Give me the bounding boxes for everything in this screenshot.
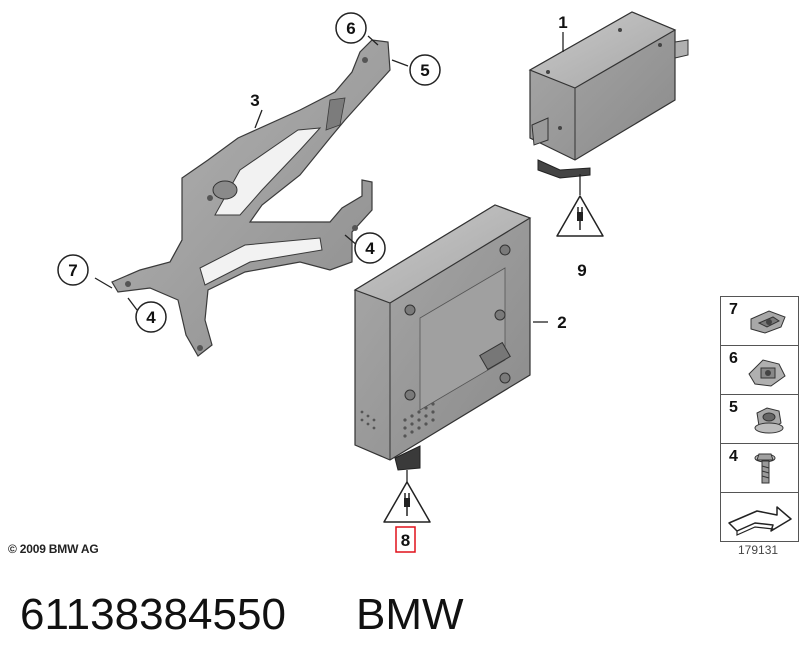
legend-item-arrow	[720, 492, 799, 542]
svg-text:6: 6	[346, 19, 355, 38]
callout-4-upper: 4	[354, 232, 386, 264]
label-2: 2	[557, 313, 566, 332]
label-1: 1	[558, 13, 567, 32]
hex-nut-icon	[754, 407, 784, 434]
fastener-legend: 7 6 5 4	[720, 296, 799, 542]
label-9: 9	[577, 261, 586, 280]
label-3: 3	[250, 91, 259, 110]
brand-name: BMW	[356, 590, 464, 639]
plug-warning-icon-9	[556, 195, 604, 237]
legend-item-4: 4	[720, 443, 799, 493]
callout-8-highlighted: 8	[395, 526, 416, 553]
clip-nut-icon	[750, 310, 786, 334]
hex-bolt-icon	[754, 453, 776, 484]
svg-text:4: 4	[146, 308, 156, 327]
legend-item-7: 7	[720, 296, 799, 346]
callout-6: 6	[335, 12, 367, 44]
callout-4-lower: 4	[135, 301, 167, 333]
control-unit-1	[528, 11, 689, 179]
callout-7: 7	[57, 254, 89, 286]
svg-text:8: 8	[401, 531, 410, 550]
diagram-id: 179131	[738, 543, 779, 557]
legend-item-6: 6	[720, 345, 799, 395]
copyright-notice: © 2009 BMW AG	[8, 542, 99, 556]
svg-text:4: 4	[365, 239, 375, 258]
part-number: 61138384550	[20, 590, 286, 639]
legend-item-5: 5	[720, 394, 799, 444]
callout-5: 5	[409, 54, 441, 86]
cage-nut-icon	[748, 359, 786, 387]
leader-lines	[94, 32, 581, 482]
svg-text:5: 5	[420, 61, 429, 80]
plug-warning-icon-8	[383, 481, 431, 523]
control-unit-2	[353, 204, 532, 471]
direction-arrow-icon	[728, 506, 792, 536]
svg-text:7: 7	[68, 261, 77, 280]
mounting-bracket	[111, 39, 391, 357]
